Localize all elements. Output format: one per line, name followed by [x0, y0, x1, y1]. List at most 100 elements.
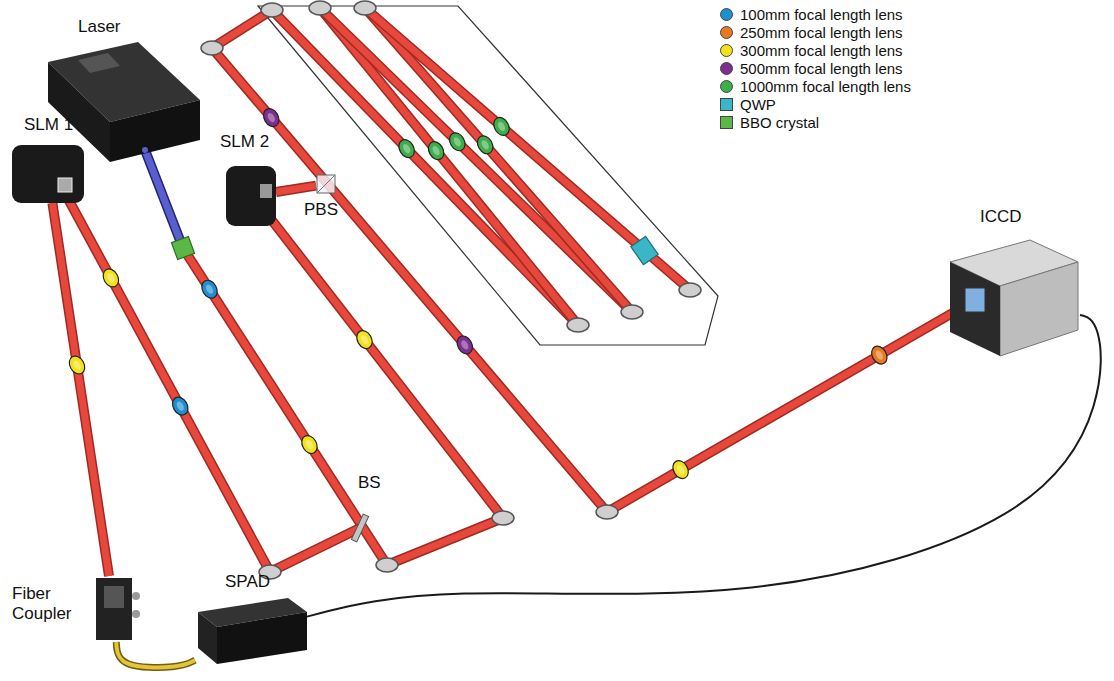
legend-swatch — [720, 44, 733, 57]
mirror — [621, 305, 643, 319]
beam-outline — [66, 195, 270, 572]
lens — [446, 130, 468, 153]
lens — [66, 353, 88, 376]
mirror — [492, 511, 514, 525]
lens — [474, 133, 496, 156]
legend-swatch — [720, 80, 733, 93]
lens — [199, 277, 221, 300]
legend-swatch — [720, 116, 733, 129]
legend-swatch — [720, 8, 733, 21]
beam-outline — [183, 248, 387, 565]
beam-outline — [212, 10, 272, 48]
lens — [670, 458, 692, 481]
device-node: ICCD — [940, 235, 1080, 360]
beam — [607, 300, 975, 512]
beam-outline — [320, 8, 578, 325]
beam-splitter — [351, 514, 368, 542]
beam — [320, 8, 578, 325]
lens — [299, 433, 321, 456]
legend-row: 100mm focal length lens — [720, 5, 911, 23]
lens — [425, 139, 447, 162]
laser-body — [48, 42, 200, 162]
device-node: SLM 1 — [12, 145, 84, 203]
qwp-plate — [631, 236, 658, 264]
legend-text: 300mm focal length lens — [740, 42, 903, 59]
optical-fiber-outline — [116, 642, 195, 667]
device-label: Fiber Coupler — [12, 584, 84, 623]
beam-outline — [270, 528, 360, 572]
device-node: SPAD — [195, 598, 307, 664]
lens — [454, 333, 476, 356]
signal-cable — [307, 315, 1101, 617]
legend-text: QWP — [740, 96, 776, 113]
bbo-crystal — [171, 236, 194, 259]
iccd-camera — [950, 240, 1078, 356]
beam — [387, 518, 503, 565]
mirror — [309, 1, 331, 15]
legend-row: 500mm focal length lens — [720, 59, 911, 77]
beam — [365, 8, 632, 312]
spad-detector — [198, 598, 307, 664]
light-beam — [276, 186, 316, 192]
legend-swatch — [720, 62, 733, 75]
lens — [169, 394, 191, 417]
mirror — [567, 318, 589, 332]
mirror — [679, 283, 701, 297]
device-label: PBS — [304, 200, 338, 220]
legend-swatch — [720, 26, 733, 39]
beam — [270, 528, 360, 572]
light-beam — [276, 186, 316, 192]
mirror — [261, 3, 283, 17]
legend-row: 300mm focal length lens — [720, 41, 911, 59]
beam-outline — [365, 8, 632, 312]
signal-cable — [307, 315, 1101, 617]
legend-row: BBO crystal — [720, 113, 911, 131]
mirror — [201, 41, 223, 55]
device-node: Laser — [48, 45, 200, 163]
optical-fiber — [116, 642, 195, 667]
device-label: SPAD — [225, 572, 270, 592]
lens — [396, 137, 418, 160]
device-node: PBS — [316, 174, 336, 194]
beam — [183, 248, 387, 565]
lens — [260, 106, 282, 129]
lens — [100, 266, 122, 289]
legend-text: BBO crystal — [740, 114, 819, 131]
mirror — [596, 505, 618, 519]
beam-outline — [387, 518, 503, 565]
device-node: Fiber Coupler — [92, 576, 136, 642]
device-node: SLM 2 — [226, 166, 276, 226]
pbs-cube — [317, 175, 335, 193]
device-label: SLM 2 — [220, 132, 269, 152]
beam-outline — [145, 150, 183, 248]
light-beam-outline — [276, 186, 316, 192]
mirror — [354, 1, 376, 15]
device-label: BS — [358, 473, 381, 493]
beam — [365, 8, 690, 290]
lens — [491, 115, 513, 138]
beam — [145, 150, 183, 248]
legend: 100mm focal length lens250mm focal lengt… — [720, 5, 911, 131]
device-label: SLM 1 — [24, 115, 73, 135]
legend-text: 100mm focal length lens — [740, 6, 903, 23]
slm-device — [12, 145, 84, 203]
beam-outline — [365, 8, 690, 290]
legend-row: 250mm focal length lens — [720, 23, 911, 41]
device-label: Laser — [78, 17, 121, 37]
legend-text: 1000mm focal length lens — [740, 78, 911, 95]
device-label: ICCD — [980, 207, 1022, 227]
legend-row: 1000mm focal length lens — [720, 77, 911, 95]
beam-outline — [607, 300, 975, 512]
beam — [320, 8, 632, 312]
legend-row: QWP — [720, 95, 911, 113]
lens — [869, 343, 891, 366]
fiber-coupler — [96, 578, 140, 640]
legend-swatch — [720, 98, 733, 111]
beam — [66, 195, 270, 572]
legend-text: 500mm focal length lens — [740, 60, 903, 77]
slm-device — [226, 166, 276, 226]
optical-fiber — [116, 642, 195, 667]
beam — [212, 10, 272, 48]
